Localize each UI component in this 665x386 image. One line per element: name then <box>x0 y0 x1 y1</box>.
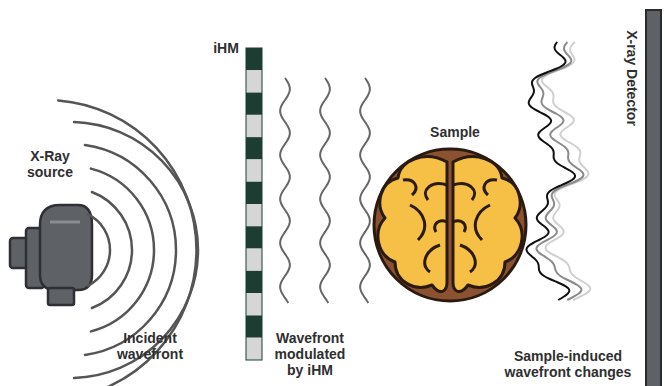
sample-induced-wavefront <box>526 42 590 300</box>
mask-block <box>246 271 262 293</box>
wavefront-label: Wavefront modulated by iHM <box>265 330 355 378</box>
source-label: X-Ray source <box>10 148 90 180</box>
wavefront-label: Incident wavefront <box>110 330 190 362</box>
wavefront-label: Sample-induced wavefront changes <box>493 348 643 380</box>
wavefront-arc <box>74 122 198 378</box>
xray-source <box>10 205 92 305</box>
wave-line <box>280 78 290 303</box>
detector-label: X-ray Detector <box>624 30 640 126</box>
mask-block <box>246 48 262 70</box>
wave-line <box>360 78 370 303</box>
wavefront-arc <box>58 100 196 386</box>
wave-line <box>536 42 583 300</box>
mask-block <box>246 159 262 181</box>
modulated-wavefront <box>280 78 370 303</box>
mask-block <box>246 137 262 159</box>
sample-label: Sample <box>415 124 495 140</box>
mask-block <box>246 226 262 248</box>
incident-wavefront <box>58 100 198 386</box>
mask-block <box>246 293 262 315</box>
mask-block <box>246 204 262 226</box>
wave-line <box>320 78 330 303</box>
mask-block <box>246 115 262 137</box>
wavefront-arc <box>88 214 110 285</box>
mask-block <box>246 249 262 271</box>
mask-block <box>246 70 262 92</box>
mask-block <box>246 93 262 115</box>
wavefront-arc <box>92 192 132 308</box>
mask-outline <box>246 48 262 360</box>
wave-line <box>542 42 590 300</box>
wavefront-arc <box>85 145 176 355</box>
wave-line <box>526 42 575 300</box>
mask-label: iHM <box>206 40 246 56</box>
mask-block <box>246 338 262 360</box>
mask-block <box>246 182 262 204</box>
sample-brain <box>374 149 526 301</box>
wavefront-arc <box>91 169 154 332</box>
detector-bar <box>646 10 661 386</box>
mask-block <box>246 315 262 337</box>
ihm-mask <box>246 48 262 360</box>
